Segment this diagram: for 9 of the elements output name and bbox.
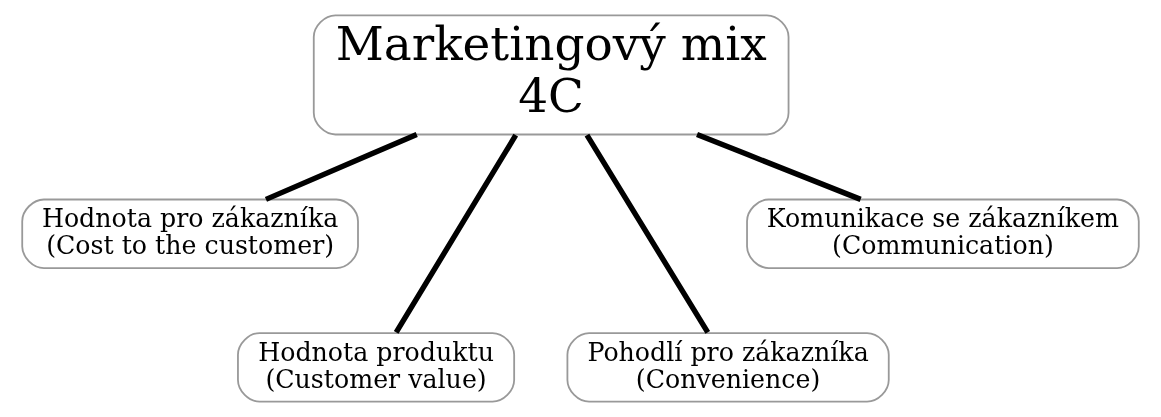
node-box: Pohodlí pro zákazníka (Convenience): [566, 332, 890, 403]
node-box: Hodnota produktu (Customer value): [237, 332, 516, 403]
node-box: Hodnota pro zákazníka (Cost to the customer): [21, 198, 359, 269]
connector: [393, 133, 519, 334]
connector: [584, 133, 711, 334]
connector: [264, 132, 418, 202]
node-box: Marketingový mix 4C: [312, 14, 790, 136]
connector: [696, 132, 862, 202]
node-box: Komunikace se zákazníkem (Communication): [746, 198, 1140, 269]
